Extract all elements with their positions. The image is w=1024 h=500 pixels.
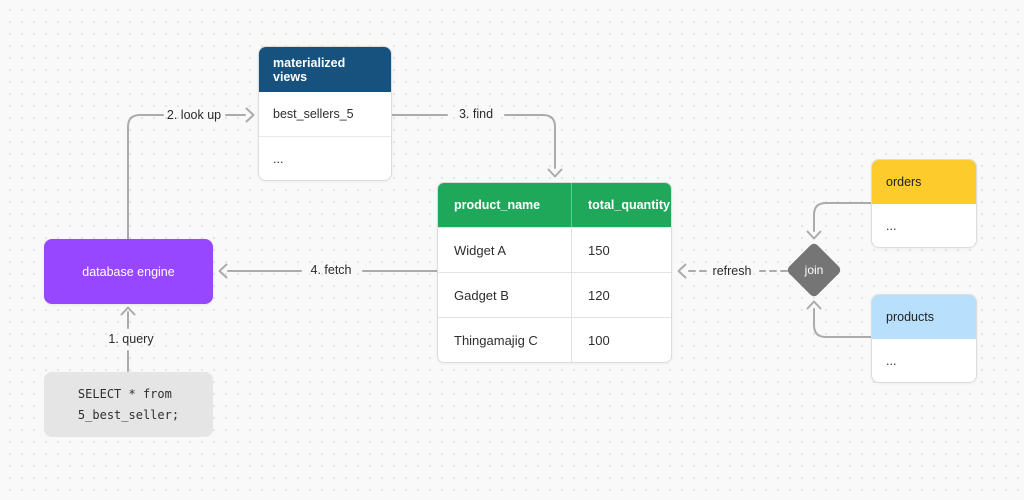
total-quantity-cell: 150 (571, 228, 671, 272)
edge-label-find: 3. find (458, 107, 494, 121)
products-table-node: products ... (871, 294, 977, 383)
orders-ellipsis: ... (886, 218, 897, 233)
database-engine-node: database engine (44, 239, 213, 304)
table-row: Thingamajig C 100 (438, 317, 671, 362)
orders-header: orders (872, 160, 976, 204)
result-table-column-header: total_quantity (571, 183, 671, 227)
sql-line-1: SELECT * from (77, 387, 172, 402)
materialized-view-row: ... (259, 136, 391, 180)
edge-find-line-right (504, 114, 556, 169)
orders-table-node: orders ... (871, 159, 977, 248)
total-quantity-cell: 100 (571, 318, 671, 362)
edge-products-join-line (813, 308, 872, 338)
edge-products-join-arrowhead (806, 300, 822, 310)
product-name-cell: Widget A (454, 242, 507, 258)
materialized-view-row: best_sellers_5 (259, 92, 391, 136)
edge-label-fetch: 4. fetch (310, 263, 352, 277)
edge-label-refresh: refresh (712, 264, 752, 278)
database-engine-label: database engine (82, 264, 175, 279)
products-ellipsis: ... (886, 353, 897, 368)
products-title: products (886, 310, 934, 324)
table-row: Widget A 150 (438, 227, 671, 272)
products-header: products (872, 295, 976, 339)
edge-label-look-up: 2. look up (166, 108, 222, 122)
materialized-view-name: best_sellers_5 (273, 107, 354, 121)
table-row: Gadget B 120 (438, 272, 671, 317)
edge-label-query: 1. query (108, 332, 154, 346)
sql-query-node: SELECT * from 5_best_seller; (44, 372, 213, 437)
product-name-cell: Gadget B (454, 287, 509, 303)
edge-refresh-arrowhead (677, 263, 687, 279)
result-table-node: product_name total_quantity Widget A 150… (437, 182, 672, 363)
product-name-cell: Thingamajig C (454, 332, 538, 348)
edge-find-arrowhead (547, 168, 563, 178)
orders-row: ... (872, 204, 976, 247)
materialized-views-node: materialized views best_sellers_5 ... (258, 46, 392, 181)
edge-orders-join-arrowhead (806, 230, 822, 240)
total-quantity-cell: 120 (571, 273, 671, 317)
edge-lookup-arrowhead (245, 107, 255, 123)
edge-lookup-line-left (127, 114, 164, 240)
result-table-header-row: product_name total_quantity (438, 183, 671, 227)
sql-query-code: SELECT * from 5_best_seller; (78, 384, 179, 425)
edge-query-arrowhead (120, 306, 136, 316)
products-row: ... (872, 339, 976, 382)
sql-line-2: 5_best_seller; (77, 407, 180, 422)
materialized-view-ellipsis: ... (273, 151, 284, 166)
result-table-column-header: product_name (454, 198, 541, 212)
orders-title: orders (886, 175, 922, 189)
materialized-views-header: materialized views (259, 47, 391, 92)
join-label: join (804, 263, 824, 277)
materialized-views-title: materialized views (273, 55, 346, 84)
edge-orders-join-line (813, 202, 872, 232)
edge-fetch-arrowhead (218, 263, 228, 279)
